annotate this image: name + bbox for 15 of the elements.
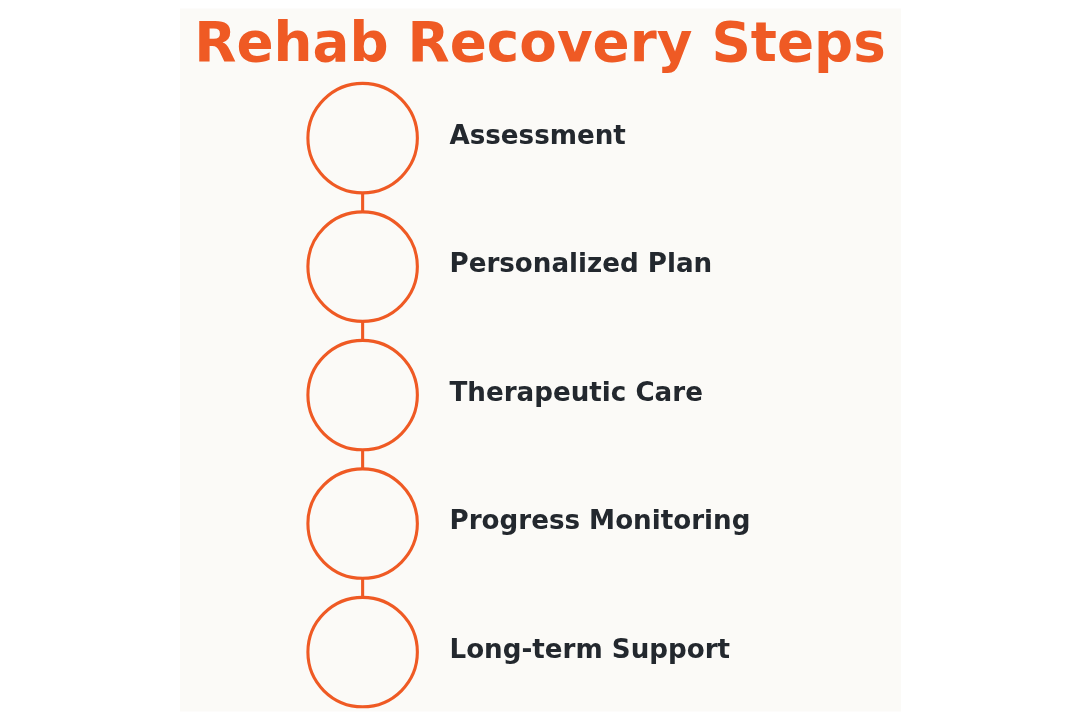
node-label: Therapeutic Care (448, 376, 703, 407)
node-circle (305, 595, 419, 709)
node-circle (305, 338, 419, 452)
node-circle (305, 210, 419, 323)
connector (360, 321, 364, 341)
node-label: Assessment (448, 119, 626, 150)
node-label: Long-term Support (448, 633, 730, 664)
node-circle (305, 81, 419, 195)
diagram-title: Rehab Recovery Steps (193, 9, 886, 74)
node-circle (305, 467, 419, 580)
node-label: Progress Monitoring (448, 505, 750, 536)
connector (360, 578, 364, 598)
node-label: Personalized Plan (448, 248, 712, 279)
connector (360, 193, 364, 212)
connector (360, 450, 364, 469)
